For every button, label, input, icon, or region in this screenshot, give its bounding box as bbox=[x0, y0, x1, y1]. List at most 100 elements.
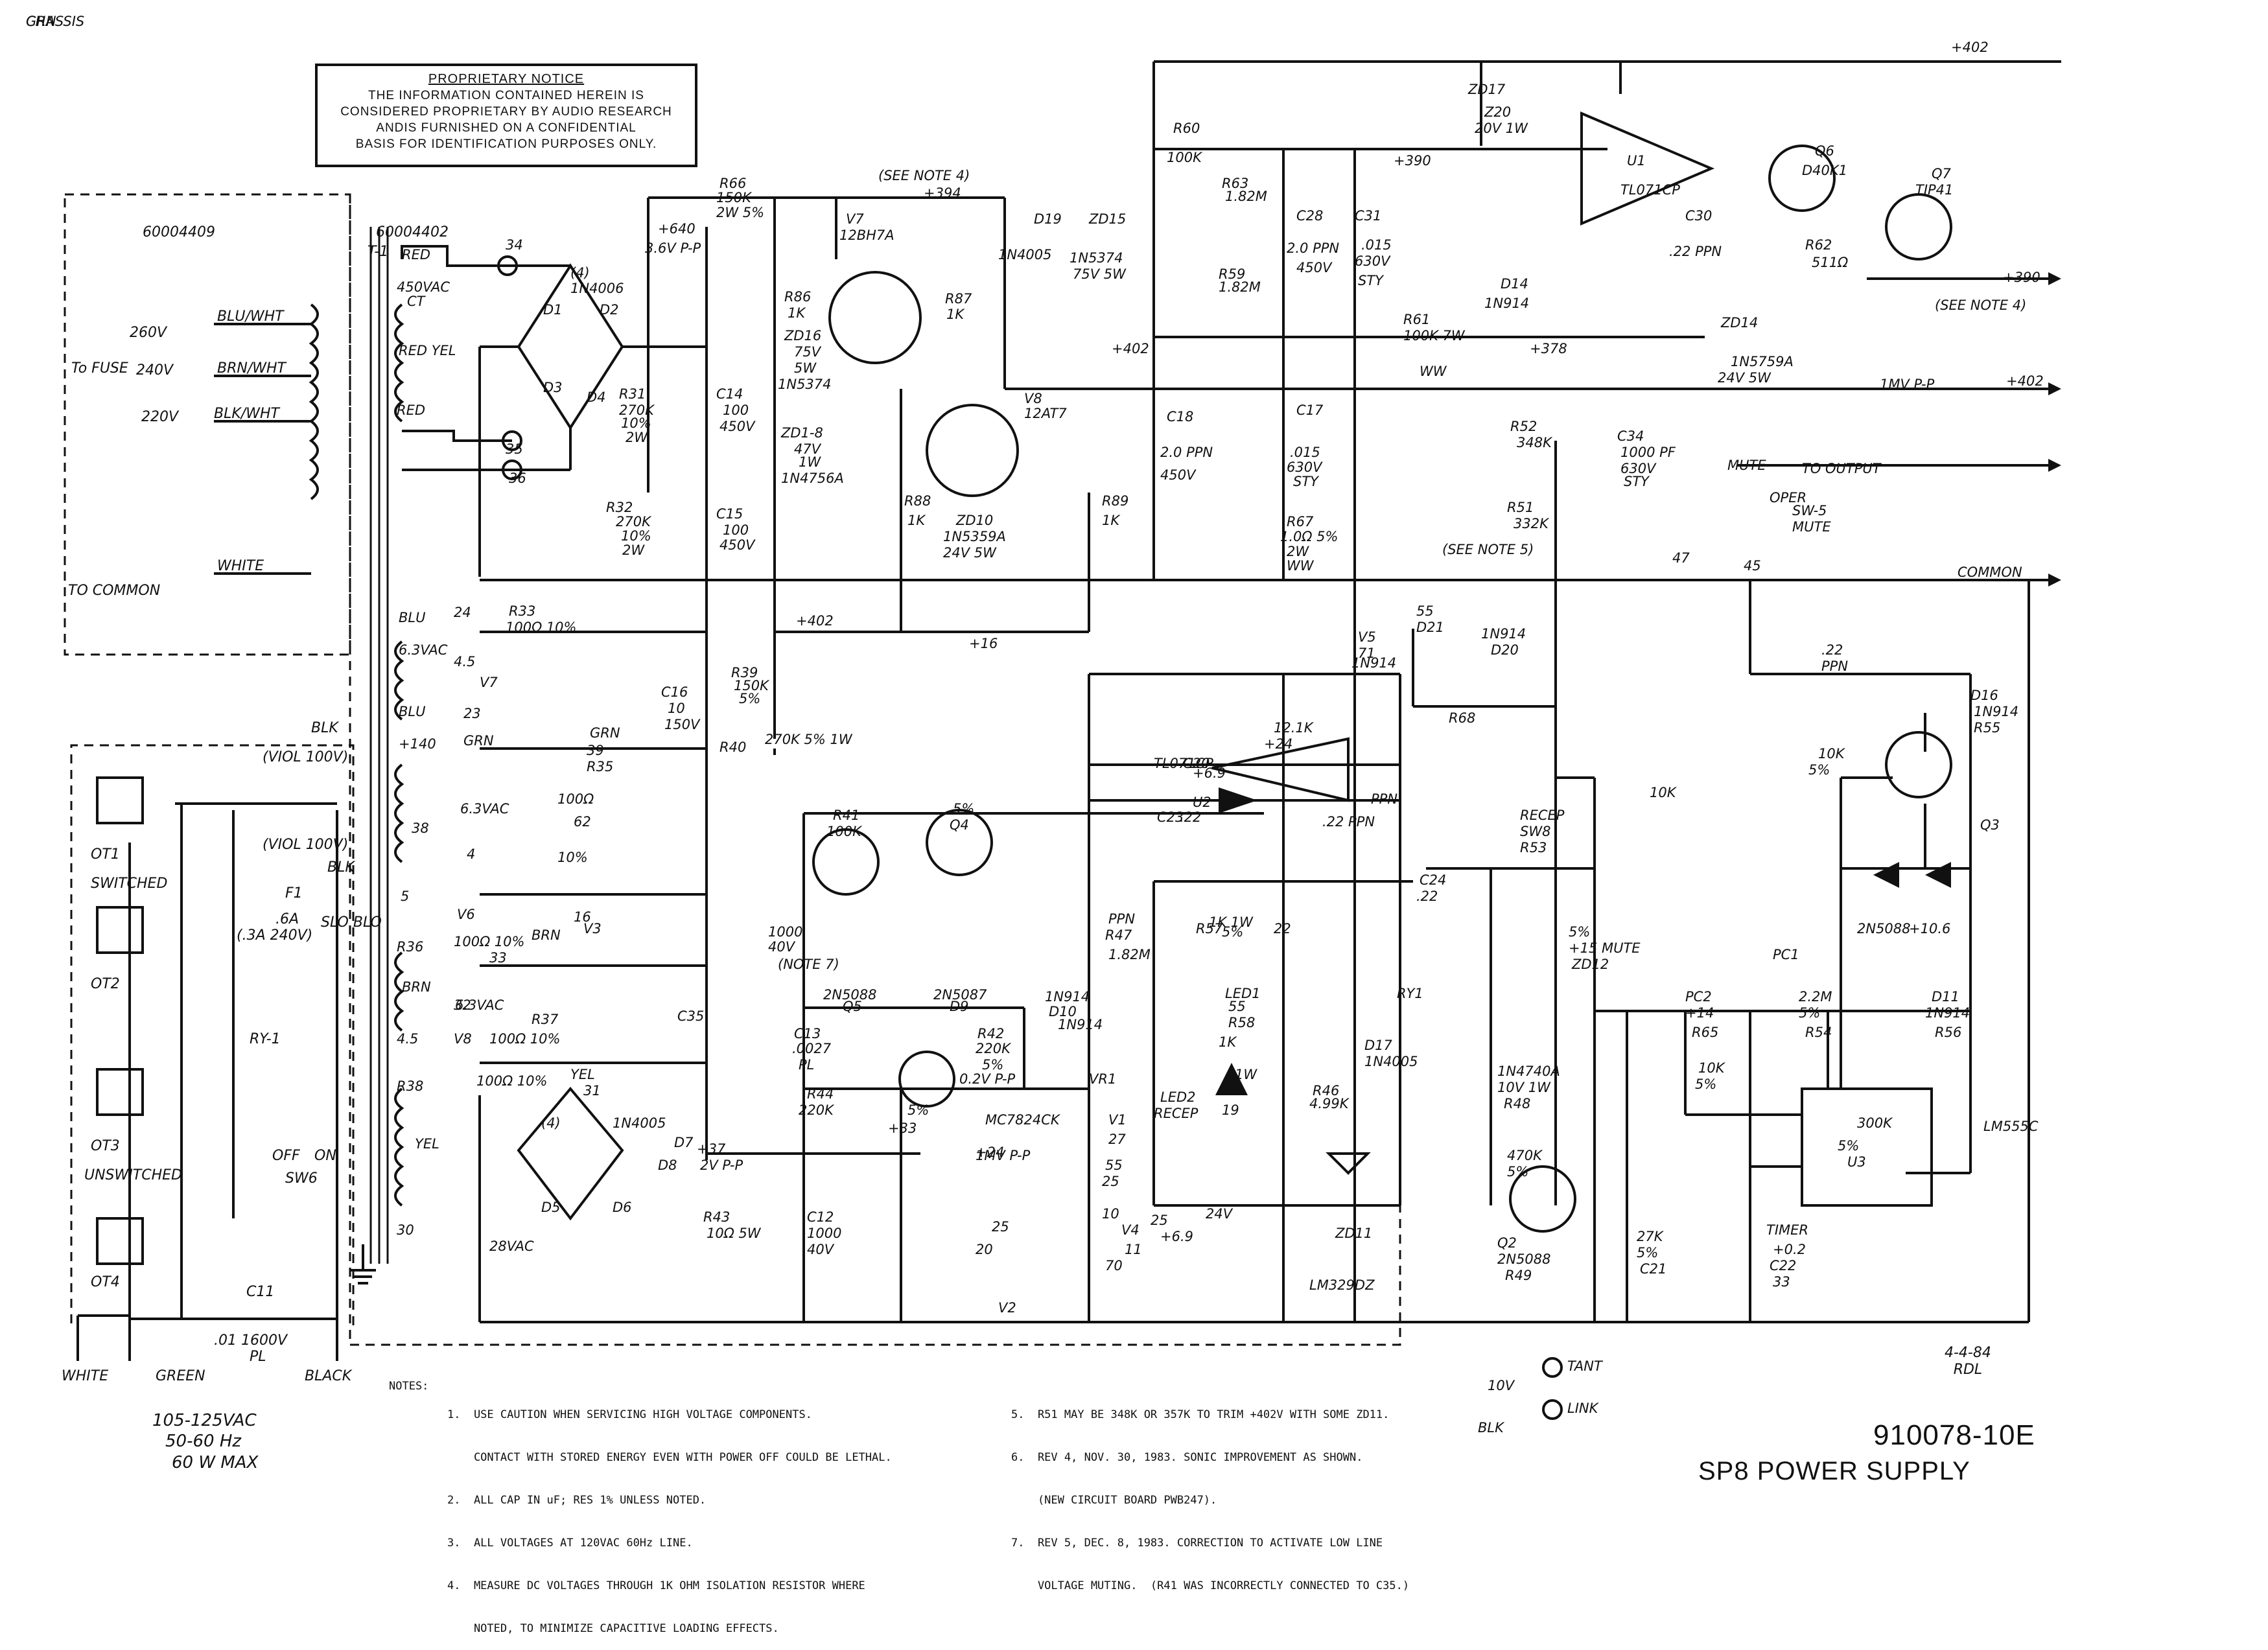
component-label: 10 bbox=[668, 701, 685, 716]
revision-date-block: 4-4-84 RDL bbox=[1945, 1345, 1991, 1378]
tap-260v: 260V bbox=[130, 325, 168, 341]
component-label: (NOTE 7) bbox=[778, 957, 839, 972]
component-label: +37 bbox=[697, 1141, 726, 1157]
component-label: VR1 bbox=[1089, 1071, 1116, 1087]
component-label: .22 bbox=[1180, 809, 1201, 825]
wire-green-bottom: GREEN bbox=[156, 1368, 205, 1384]
component-label: 5% bbox=[1808, 762, 1830, 778]
component-label: 100 bbox=[723, 522, 749, 538]
component-label: U1 bbox=[1627, 153, 1646, 168]
component-label: 31 bbox=[583, 1083, 601, 1098]
component-label: 4.5 bbox=[454, 654, 475, 669]
primary-box bbox=[64, 193, 1401, 1346]
note-5: 5. R51 MAY BE 348K OR 357K TO TRIM +402V… bbox=[1011, 1408, 1390, 1421]
component-label: LM329DZ bbox=[1309, 1277, 1375, 1293]
component-label: R36 bbox=[397, 939, 423, 955]
component-label: 2.0 PPN bbox=[1160, 445, 1213, 460]
component-label: 1N914 bbox=[1045, 989, 1090, 1005]
lv-bridge bbox=[517, 1086, 624, 1221]
component-label: R58 bbox=[1228, 1015, 1255, 1030]
primary-labels: 60004409 60004402 T-1 260V 240V 220V To … bbox=[62, 224, 449, 1472]
component-label: 1000 PF bbox=[1620, 445, 1676, 460]
component-label: C23 bbox=[1157, 809, 1184, 825]
component-label: C12 bbox=[807, 1209, 834, 1225]
component-label: 20V 1W bbox=[1475, 121, 1528, 136]
component-label: R44 bbox=[807, 1086, 834, 1102]
component-label: +10.6 bbox=[1909, 921, 1950, 936]
component-label: ZD15 bbox=[1088, 211, 1126, 227]
component-label: R39 bbox=[731, 665, 758, 680]
component-label: R46 bbox=[1313, 1083, 1339, 1098]
component-label: +402 bbox=[2006, 373, 2044, 389]
ot2-label: OT2 bbox=[91, 976, 120, 992]
component-label: LINK bbox=[1567, 1400, 1600, 1416]
component-label: BLU bbox=[399, 610, 425, 625]
component-label: 39 bbox=[587, 743, 604, 758]
drawing-number: 910078-10E bbox=[1873, 1419, 2035, 1451]
fuse-f1: F1 bbox=[285, 885, 303, 901]
component-label: 30 bbox=[397, 1222, 414, 1238]
component-label: RED YEL bbox=[399, 343, 456, 358]
outlet-ot2 bbox=[96, 906, 144, 954]
component-label: R31 bbox=[619, 386, 646, 402]
devices bbox=[96, 111, 1952, 1420]
notice-title: PROPRIETARY NOTICE bbox=[428, 72, 585, 86]
component-label: 5% bbox=[1637, 1245, 1658, 1261]
component-label: R32 bbox=[606, 500, 633, 515]
component-label: 100Ω 10% bbox=[454, 934, 524, 949]
component-label: C30 bbox=[1685, 208, 1712, 224]
component-label: 6.3VAC bbox=[455, 997, 504, 1013]
component-label: 6.3VAC bbox=[460, 801, 509, 817]
wiring bbox=[76, 60, 2061, 1361]
component-label: D3 bbox=[543, 380, 563, 395]
component-label: 1K bbox=[946, 307, 965, 322]
component-label: BRN bbox=[532, 927, 561, 943]
component-label: 270K bbox=[616, 514, 652, 529]
tap-220v: 220V bbox=[141, 409, 180, 425]
component-label: 10% bbox=[621, 528, 651, 544]
component-label: R61 bbox=[1403, 312, 1430, 327]
component-label: GRN bbox=[26, 14, 56, 29]
led-1 bbox=[1219, 787, 1257, 813]
note-1: 1. USE CAUTION WHEN SERVICING HIGH VOLTA… bbox=[447, 1408, 812, 1421]
component-label: 5% bbox=[739, 691, 760, 706]
component-label: 75V 5W bbox=[1073, 266, 1127, 282]
component-label: R68 bbox=[1449, 710, 1475, 726]
component-label: 24V bbox=[1206, 1206, 1233, 1222]
component-label: SW-5 bbox=[1792, 503, 1827, 518]
component-label: PC2 bbox=[1685, 989, 1712, 1005]
component-label: 10V 1W bbox=[1497, 1080, 1551, 1095]
component-label: 450V bbox=[1160, 467, 1197, 483]
component-label: 100K bbox=[1167, 150, 1203, 165]
component-label: 0.2V P-P bbox=[959, 1071, 1016, 1087]
component-label: +390 bbox=[2003, 270, 2040, 285]
component-label: 2.0 PPN bbox=[1287, 240, 1339, 256]
component-label: 300K bbox=[1857, 1115, 1893, 1131]
component-label: LED1 bbox=[1225, 986, 1261, 1001]
component-label: D16 bbox=[1970, 688, 1998, 703]
component-label: Q2 bbox=[1497, 1235, 1517, 1251]
component-label: 35 bbox=[506, 441, 523, 457]
component-label: D17 bbox=[1364, 1038, 1393, 1053]
component-label: 100Ω 10% bbox=[506, 620, 576, 635]
component-label: BLK bbox=[1478, 1420, 1505, 1435]
note-6: 6. REV 4, NOV. 30, 1983. SONIC IMPROVEME… bbox=[1011, 1451, 1363, 1464]
component-label: V6 bbox=[457, 907, 475, 922]
component-label: R54 bbox=[1805, 1025, 1832, 1040]
component-label: R87 bbox=[945, 291, 972, 307]
component-label: V4 bbox=[1121, 1222, 1140, 1238]
drafter-initials: RDL bbox=[1953, 1362, 1983, 1378]
component-label: 5% bbox=[907, 1102, 929, 1118]
component-label: .015 bbox=[1290, 445, 1320, 460]
component-label: 1N4756A bbox=[781, 471, 844, 486]
component-label: (4) bbox=[541, 1115, 561, 1131]
component-label: 1W bbox=[799, 454, 821, 470]
notice-line-2: CONSIDERED PROPRIETARY BY AUDIO RESEARCH bbox=[340, 105, 672, 119]
component-label: (SEE NOTE 5) bbox=[1442, 542, 1534, 557]
component-label: C14 bbox=[716, 386, 743, 402]
component-label: 1K bbox=[907, 513, 926, 528]
component-label: 40V bbox=[807, 1242, 835, 1257]
notice-line-4: BASIS FOR IDENTIFICATION PURPOSES ONLY. bbox=[355, 137, 657, 151]
component-label: R60 bbox=[1173, 121, 1200, 136]
component-label: 1N4005 bbox=[1364, 1054, 1418, 1069]
